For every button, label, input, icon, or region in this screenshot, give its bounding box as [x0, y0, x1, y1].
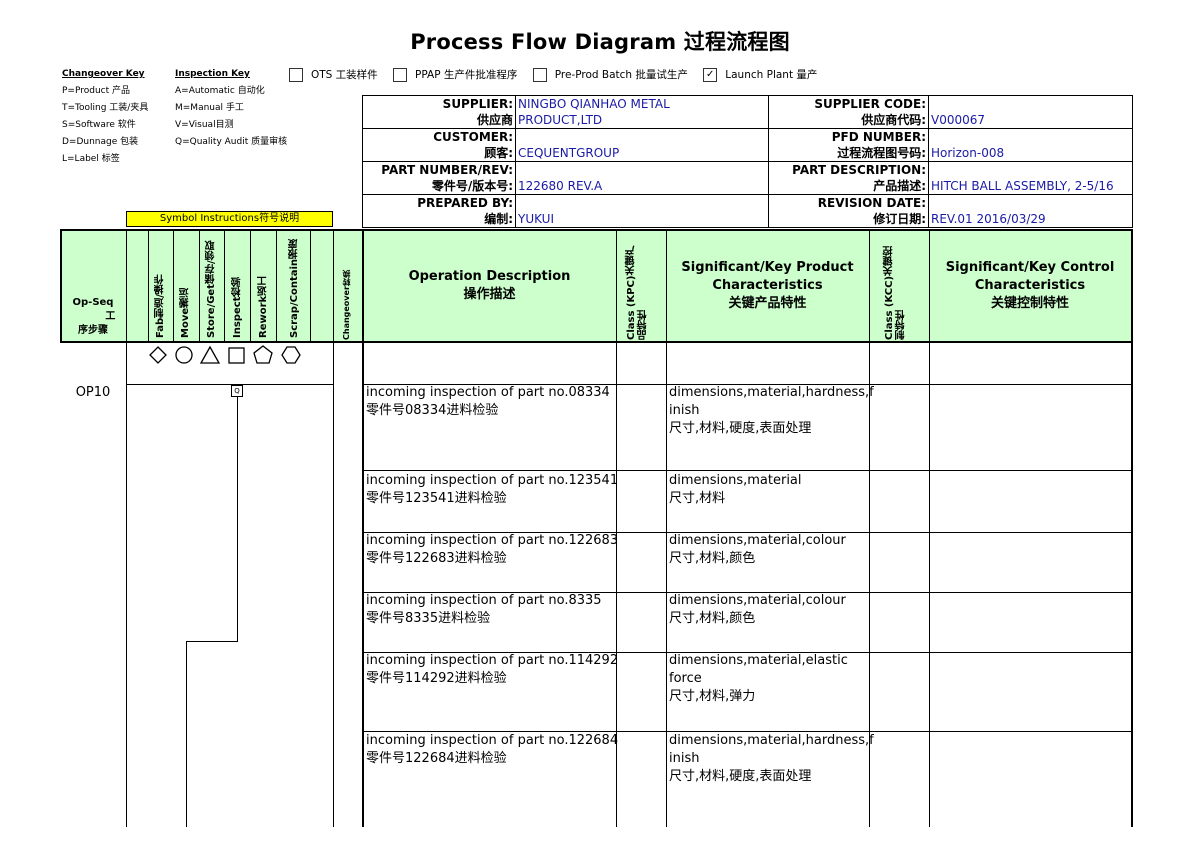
customer-value: CEQUENTGROUP — [515, 128, 769, 162]
circle-icon — [175, 346, 193, 364]
stage-label: PPAP 生产件批准程序 — [415, 69, 518, 81]
symbol-instructions: Symbol Instructions符号说明 — [126, 211, 333, 227]
revision-label: REVISION DATE:修订日期: — [768, 194, 929, 228]
diamond-icon — [149, 346, 167, 364]
prepared-value: YUKUI — [515, 194, 769, 228]
pfd-value: Horizon-008 — [928, 128, 1133, 162]
changeover-header-bg — [333, 229, 363, 342]
op-seq-value: OP10 — [75, 385, 111, 400]
stage-label: Launch Plant 量产 — [725, 69, 818, 81]
square-icon — [228, 347, 245, 364]
changeover-key-item: L=Label 标签 — [62, 154, 120, 164]
changeover-key-item: D=Dunnage 包装 — [62, 137, 139, 147]
inspection-key-item: M=Manual 手工 — [175, 103, 244, 113]
kcc-header: Class (KCC)关键控制特性 — [884, 245, 907, 340]
kpc-header: Class (KPC)关键产品特性 — [626, 245, 649, 340]
revision-value: REV.01 2016/03/29 — [928, 194, 1133, 228]
op-seq-header: Op-Seq 工 序步骤 — [72, 297, 116, 336]
store-header: Store/Get储存/领取 — [206, 240, 217, 338]
changeover-header: Changeover转换 — [342, 270, 351, 340]
move-header: Move搬运 — [180, 287, 191, 338]
stage-label: Pre-Prod Batch 批量试生产 — [554, 69, 688, 81]
desc-label: PART DESCRIPTION:产品描述: — [768, 161, 929, 195]
stage-checkbox-preprod[interactable] — [532, 67, 547, 82]
stage-checkboxes: OTS 工装样件 PPAP 生产件批准程序 Pre-Prod Batch 批量试… — [289, 67, 829, 82]
stage-checkbox-ots[interactable] — [289, 67, 303, 82]
main-header-bg — [363, 229, 1133, 342]
prepared-label: PREPARED BY:编制: — [362, 194, 516, 228]
hexagon-icon — [281, 346, 301, 364]
desc-value: HITCH BALL ASSEMBLY, 2-5/16 — [928, 161, 1133, 195]
inspect-header: Inspect检验 — [232, 276, 243, 338]
changeover-key-title: Changeover Key — [62, 69, 145, 79]
changeover-key: Changeover Key P=Product 产品 T=Tooling 工装… — [62, 66, 148, 168]
inspect-symbol: Q — [231, 385, 243, 397]
stage-checkbox-launch[interactable]: ✓ — [703, 67, 718, 82]
stage-label: OTS 工装样件 — [311, 69, 378, 81]
supplier-code-label: SUPPLIER CODE:供应商代码: — [768, 95, 929, 129]
supplier-label: SUPPLIER:供应商 — [362, 95, 516, 129]
fab-header: Fab制造/操作 — [155, 274, 166, 338]
inspection-key-item: Q=Quality Audit 质量审核 — [175, 137, 288, 147]
pentagon-icon — [253, 345, 273, 364]
changeover-key-item: P=Product 产品 — [62, 86, 131, 96]
changeover-key-item: T=Tooling 工装/夹具 — [62, 103, 149, 113]
part-value: 122680 REV.A — [515, 161, 769, 195]
symbol-row — [149, 345, 301, 364]
page-title: Process Flow Diagram 过程流程图 — [410, 30, 790, 54]
part-label: PART NUMBER/REV:零件号/版本号: — [362, 161, 516, 195]
customer-label: CUSTOMER:顾客: — [362, 128, 516, 162]
stage-checkbox-ppap[interactable] — [393, 67, 408, 82]
triangle-icon — [199, 345, 221, 364]
inspection-key: Inspection Key A=Automatic 自动化 M=Manual … — [175, 66, 287, 151]
changeover-key-item: S=Software 软件 — [62, 120, 136, 130]
supplier-code-value: V000067 — [928, 95, 1133, 129]
rework-header: Rework返工 — [258, 275, 269, 338]
pfd-label: PFD NUMBER:过程流程图号码: — [768, 128, 929, 162]
inspection-key-item: A=Automatic 自动化 — [175, 86, 265, 96]
inspection-key-item: V=Visual目测 — [175, 120, 234, 130]
scrap-header: Scrap/Contain报废 — [289, 238, 300, 338]
flow-header-bg — [60, 229, 333, 342]
inspection-key-title: Inspection Key — [175, 69, 250, 79]
